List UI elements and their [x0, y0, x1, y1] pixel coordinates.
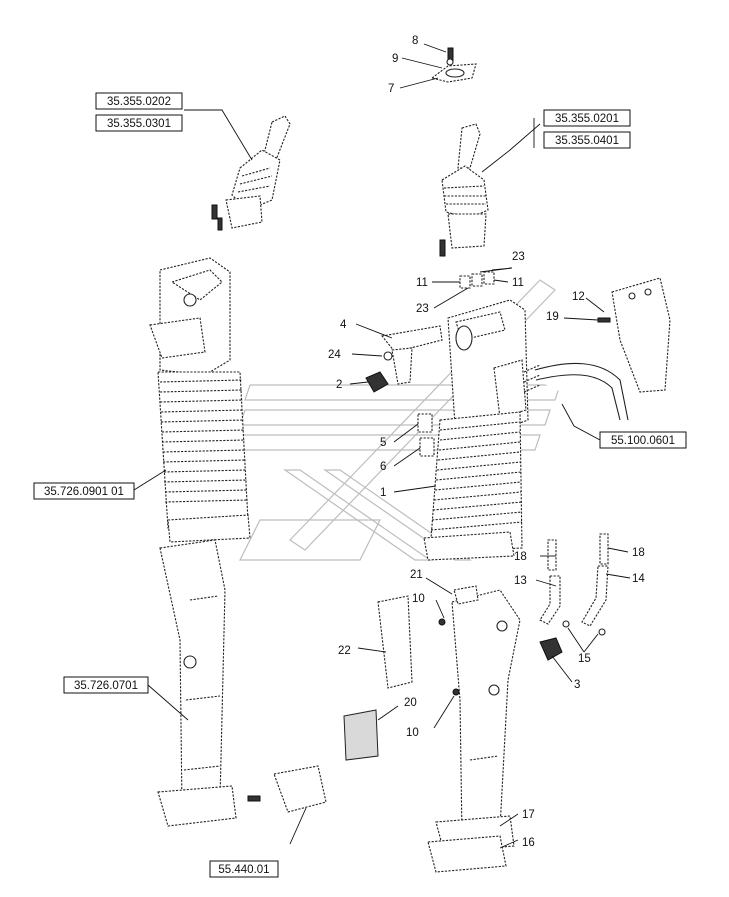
svg-text:55.100.0601: 55.100.0601: [611, 435, 675, 447]
callout-20: 20: [404, 697, 417, 709]
callout-11-right: 11: [512, 277, 524, 289]
svg-text:35.355.0202: 35.355.0202: [107, 96, 171, 108]
callout-6: 6: [380, 461, 386, 473]
ref-box-35-355-0401: 35.355.0401: [543, 131, 631, 149]
svg-text:55.440.01: 55.440.01: [218, 864, 269, 876]
callout-23-bottom: 23: [416, 303, 429, 315]
callout-3: 3: [574, 679, 580, 691]
callout-11-left: 11: [416, 277, 428, 289]
callout-12: 12: [572, 291, 585, 303]
callout-1: 1: [380, 487, 386, 499]
ref-box-55-440-01: 55.440.01: [209, 860, 279, 878]
knob-3: [539, 637, 563, 661]
callout-13: 13: [514, 575, 527, 587]
svg-text:35.355.0201: 35.355.0201: [555, 113, 619, 125]
switch-block: [459, 271, 495, 289]
callout-10-bottom: 10: [406, 727, 419, 739]
callout-9: 9: [392, 53, 398, 65]
armrest-parts: [365, 325, 443, 393]
callout-labels: 8 9 7 23 11 11 23 12 19 4 24 2 5 6 1 18 …: [328, 35, 645, 849]
cover-plate-assembly: [430, 47, 477, 83]
callout-17: 17: [522, 809, 535, 821]
ref-box-35-726-0701: 35.726.0701: [63, 676, 149, 694]
ref-box-35-355-0201: 35.355.0201: [543, 109, 631, 127]
callout-15: 15: [578, 653, 591, 665]
callout-18-left: 18: [514, 551, 527, 563]
joystick-left: [211, 115, 291, 231]
callout-4: 4: [340, 319, 347, 331]
callout-19: 19: [546, 311, 559, 323]
ref-box-35-726-0901-01: 35.726.0901 01: [33, 482, 135, 500]
wire-harness: [523, 362, 629, 421]
left-console-column: [149, 257, 251, 543]
callout-14: 14: [632, 573, 645, 585]
levers: [539, 533, 609, 636]
left-pedestal: [157, 539, 327, 827]
right-bracket: [597, 277, 671, 393]
center-console: [423, 299, 529, 561]
joystick-right: [439, 123, 489, 257]
svg-text:35.355.0401: 35.355.0401: [555, 135, 619, 147]
ref-box-55-100-0601: 55.100.0601: [599, 431, 687, 449]
callout-18-right: 18: [632, 547, 645, 559]
svg-text:35.726.0901 01: 35.726.0901 01: [44, 486, 124, 498]
callout-24: 24: [328, 349, 341, 361]
right-pedestal: [427, 585, 521, 873]
callout-21: 21: [410, 569, 423, 581]
callout-7: 7: [388, 83, 394, 95]
leader-lines: [133, 43, 631, 849]
callout-10-top: 10: [412, 593, 425, 605]
svg-text:35.355.0301: 35.355.0301: [107, 118, 171, 130]
callout-2: 2: [336, 379, 342, 391]
callout-5: 5: [380, 437, 386, 449]
switches-5-6: [417, 413, 435, 457]
callout-22: 22: [338, 645, 351, 657]
small-parts: [343, 595, 460, 761]
ref-box-35-355-0301: 35.355.0301: [95, 114, 183, 132]
callout-16: 16: [522, 837, 535, 849]
ref-box-35-355-0202: 35.355.0202: [95, 92, 183, 110]
svg-text:35.726.0701: 35.726.0701: [74, 680, 138, 692]
callout-23-top: 23: [512, 251, 525, 263]
callout-8: 8: [412, 35, 418, 47]
